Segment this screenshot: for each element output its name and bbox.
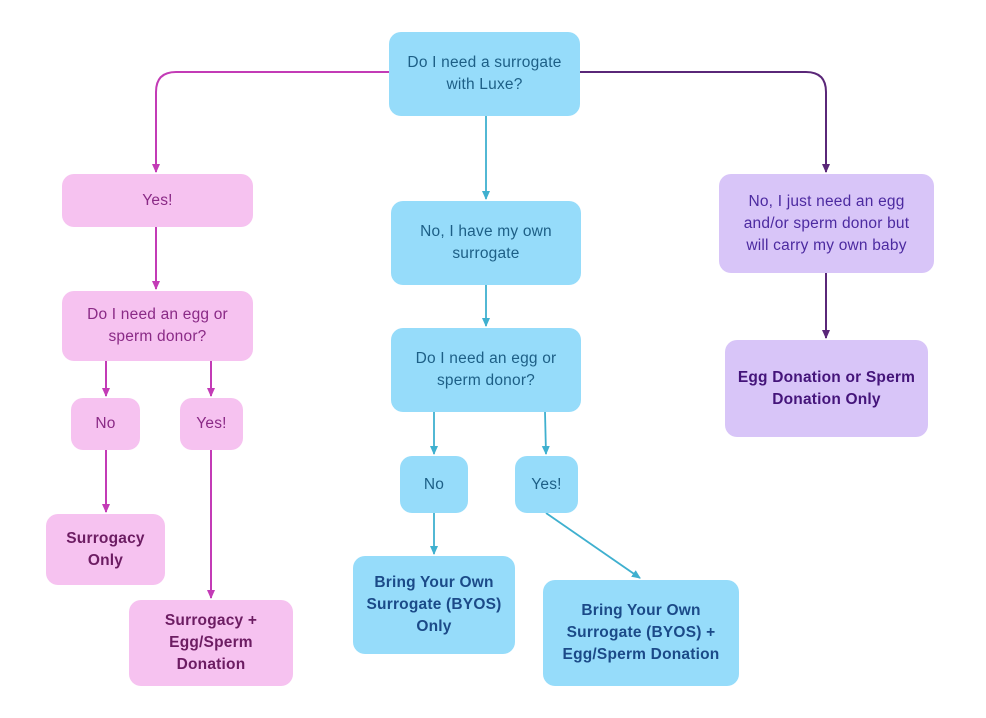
donor-only-text: No, I just need an egg and/or sperm dono…: [743, 192, 910, 254]
middle-donor-question-text: Do I need an egg or sperm donor?: [415, 350, 557, 389]
surrogacy-only-text: Surrogacy Only: [66, 529, 145, 569]
own-surrogate-node: No, I have my own surrogate: [391, 201, 581, 285]
left-donor-question-node: Do I need an egg or sperm donor?: [62, 291, 253, 361]
byos-donation-text: Bring Your Own Surrogate (BYOS) + Egg/Sp…: [562, 602, 720, 663]
arrow-middle-yes-to-byos-donation: [545, 512, 641, 579]
surrogacy-only-node: Surrogacy Only: [46, 514, 165, 585]
arrow-middle-question-to-yes: [541, 411, 550, 455]
middle-yes-node: Yes!: [515, 456, 578, 513]
donation-only-result-text: Egg Donation or Sperm Donation Only: [737, 368, 916, 408]
middle-donor-question-node: Do I need an egg or sperm donor?: [391, 328, 581, 412]
root-question-text: Do I need a surrogate with Luxe?: [407, 54, 562, 93]
donation-only-result-node: Egg Donation or Sperm Donation Only: [725, 340, 928, 437]
middle-no-text: No: [423, 475, 445, 493]
root-question-node: Do I need a surrogate with Luxe?: [389, 32, 580, 116]
byos-only-node: Bring Your Own Surrogate (BYOS) Only: [353, 556, 515, 654]
middle-yes-text: Yes!: [531, 475, 562, 493]
byos-donation-node: Bring Your Own Surrogate (BYOS) + Egg/Sp…: [543, 580, 739, 686]
yes-surrogate-node: Yes!: [62, 174, 253, 227]
arrow-root-to-donor-only: [580, 71, 830, 173]
byos-only-text: Bring Your Own Surrogate (BYOS) Only: [366, 574, 502, 635]
left-yes-text: Yes!: [196, 415, 227, 432]
yes-surrogate-text: Yes!: [142, 191, 173, 209]
surrogacy-donation-text: Surrogacy + Egg/Sperm Donation: [164, 612, 258, 673]
left-donor-question-text: Do I need an egg or sperm donor?: [87, 306, 228, 345]
surrogacy-donation-node: Surrogacy + Egg/Sperm Donation: [129, 600, 293, 686]
arrow-root-to-yes: [152, 71, 389, 173]
middle-no-node: No: [400, 456, 468, 513]
left-yes-node: Yes!: [180, 398, 243, 450]
left-no-text: No: [95, 415, 116, 432]
donor-only-node: No, I just need an egg and/or sperm dono…: [719, 174, 934, 273]
left-no-node: No: [71, 398, 140, 450]
own-surrogate-text: No, I have my own surrogate: [420, 223, 552, 262]
